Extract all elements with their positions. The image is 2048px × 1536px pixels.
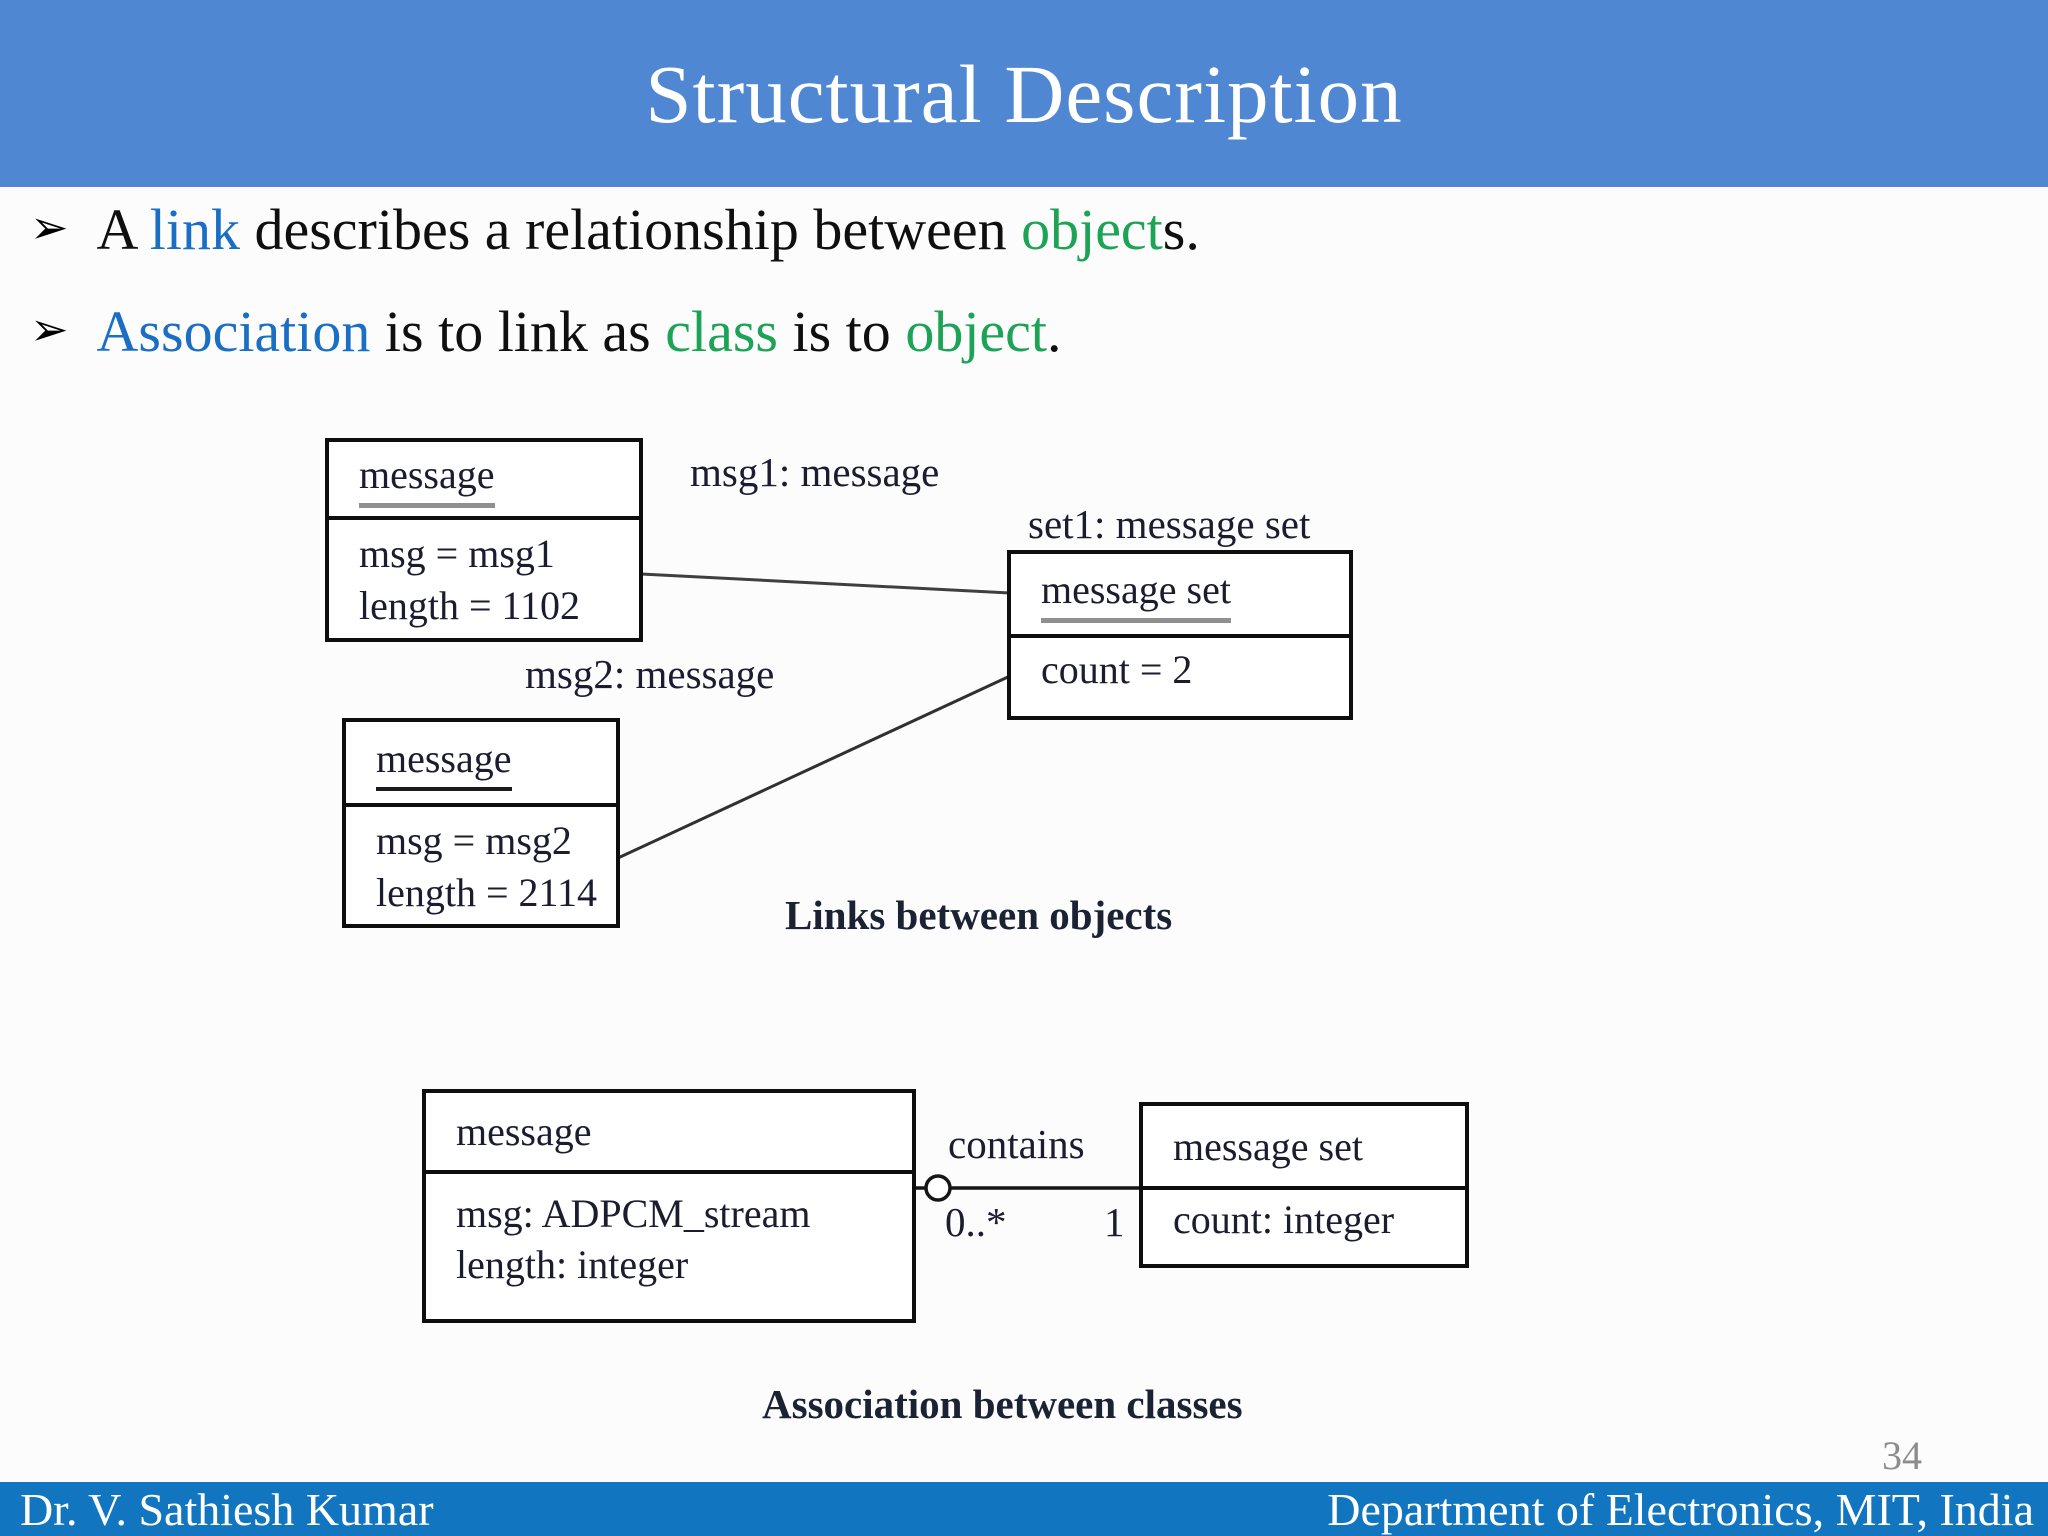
object-name: message — [376, 735, 512, 791]
link-line-msg2-to-set1 — [617, 674, 1011, 860]
title-bar: Structural Description — [0, 0, 2048, 187]
bullet-text-segment: describes a relationship between — [239, 197, 1022, 262]
object-name: message — [359, 451, 495, 508]
bullet-text-segment: is to link as — [370, 299, 666, 364]
multiplicity-right-label: 1 — [1104, 1199, 1125, 1245]
object-attribute: length = 2114 — [376, 870, 598, 915]
bullet-text-segment: . — [1047, 299, 1062, 364]
object-label-msg2: msg2: message — [525, 651, 775, 697]
bullet-text-segment: object — [905, 299, 1048, 364]
diagram2-caption: Association between classes — [762, 1381, 1243, 1427]
object-box-set1: message set count = 2 — [1007, 550, 1353, 720]
bullet-text-segment: is to — [778, 299, 906, 364]
open-circle-connector-icon — [924, 1174, 952, 1202]
object-attribute: msg = msg2 — [376, 818, 572, 863]
arrow-bullet-icon: ➢ — [30, 202, 69, 253]
class-attribute: msg: ADPCM_stream — [456, 1191, 811, 1236]
bullet-text-segment: class — [665, 299, 778, 364]
bullet-text-segment: link — [149, 197, 240, 262]
object-label-set1: set1: message set — [1028, 501, 1311, 547]
object-label-msg1: msg1: message — [690, 449, 940, 495]
object-attribute: length = 1102 — [359, 583, 581, 628]
class-box-header: message — [426, 1093, 912, 1174]
object-box-header: message — [346, 722, 616, 807]
class-attribute: count: integer — [1173, 1197, 1395, 1242]
footer-department: Department of Electronics, MIT, India — [1327, 1483, 2034, 1535]
object-name: message set — [1041, 566, 1231, 623]
arrow-bullet-icon: ➢ — [30, 304, 69, 355]
diagram1-caption: Links between objects — [785, 892, 1173, 938]
page-number: 34 — [1882, 1433, 1922, 1478]
class-box-body: msg: ADPCM_stream length: integer — [426, 1174, 912, 1290]
object-attribute: count = 2 — [1041, 647, 1193, 692]
bullet-item-2: ➢ Association is to link as class is to o… — [30, 298, 1062, 365]
class-box-body: count: integer — [1143, 1190, 1465, 1246]
bullet-text-segment: s. — [1162, 197, 1200, 262]
bullet-text-segment: A — [96, 197, 150, 262]
object-box-body: msg = msg1 length = 1102 — [329, 520, 639, 632]
object-box-msg2: message msg = msg2 length = 2114 — [342, 718, 620, 928]
footer-author: Dr. V. Sathiesh Kumar — [20, 1483, 434, 1535]
object-box-header: message — [329, 442, 639, 520]
footer-bar: Dr. V. Sathiesh Kumar Department of Elec… — [0, 1482, 2048, 1536]
class-box-message: message msg: ADPCM_stream length: intege… — [422, 1089, 916, 1323]
object-box-header: message set — [1011, 554, 1349, 638]
object-attribute: msg = msg1 — [359, 531, 555, 576]
class-name: message — [456, 1109, 592, 1154]
class-box-message-set: message set count: integer — [1139, 1102, 1469, 1268]
object-box-body: msg = msg2 length = 2114 — [346, 807, 616, 919]
class-attribute: length: integer — [456, 1242, 689, 1287]
object-box-body: count = 2 — [1011, 638, 1349, 696]
page-title: Structural Description — [645, 47, 1403, 140]
bullet-text-segment: object — [1021, 197, 1163, 262]
bullet-item-1: ➢ A link describes a relationship between… — [30, 196, 1200, 263]
association-name-label: contains — [948, 1121, 1085, 1167]
class-name: message set — [1173, 1123, 1363, 1169]
bullet-text-segment: Association — [96, 299, 371, 364]
class-box-header: message set — [1143, 1106, 1465, 1190]
link-line-msg1-to-set1 — [640, 572, 1011, 595]
object-box-msg1: message msg = msg1 length = 1102 — [325, 438, 643, 642]
multiplicity-left-label: 0..* — [945, 1199, 1007, 1245]
